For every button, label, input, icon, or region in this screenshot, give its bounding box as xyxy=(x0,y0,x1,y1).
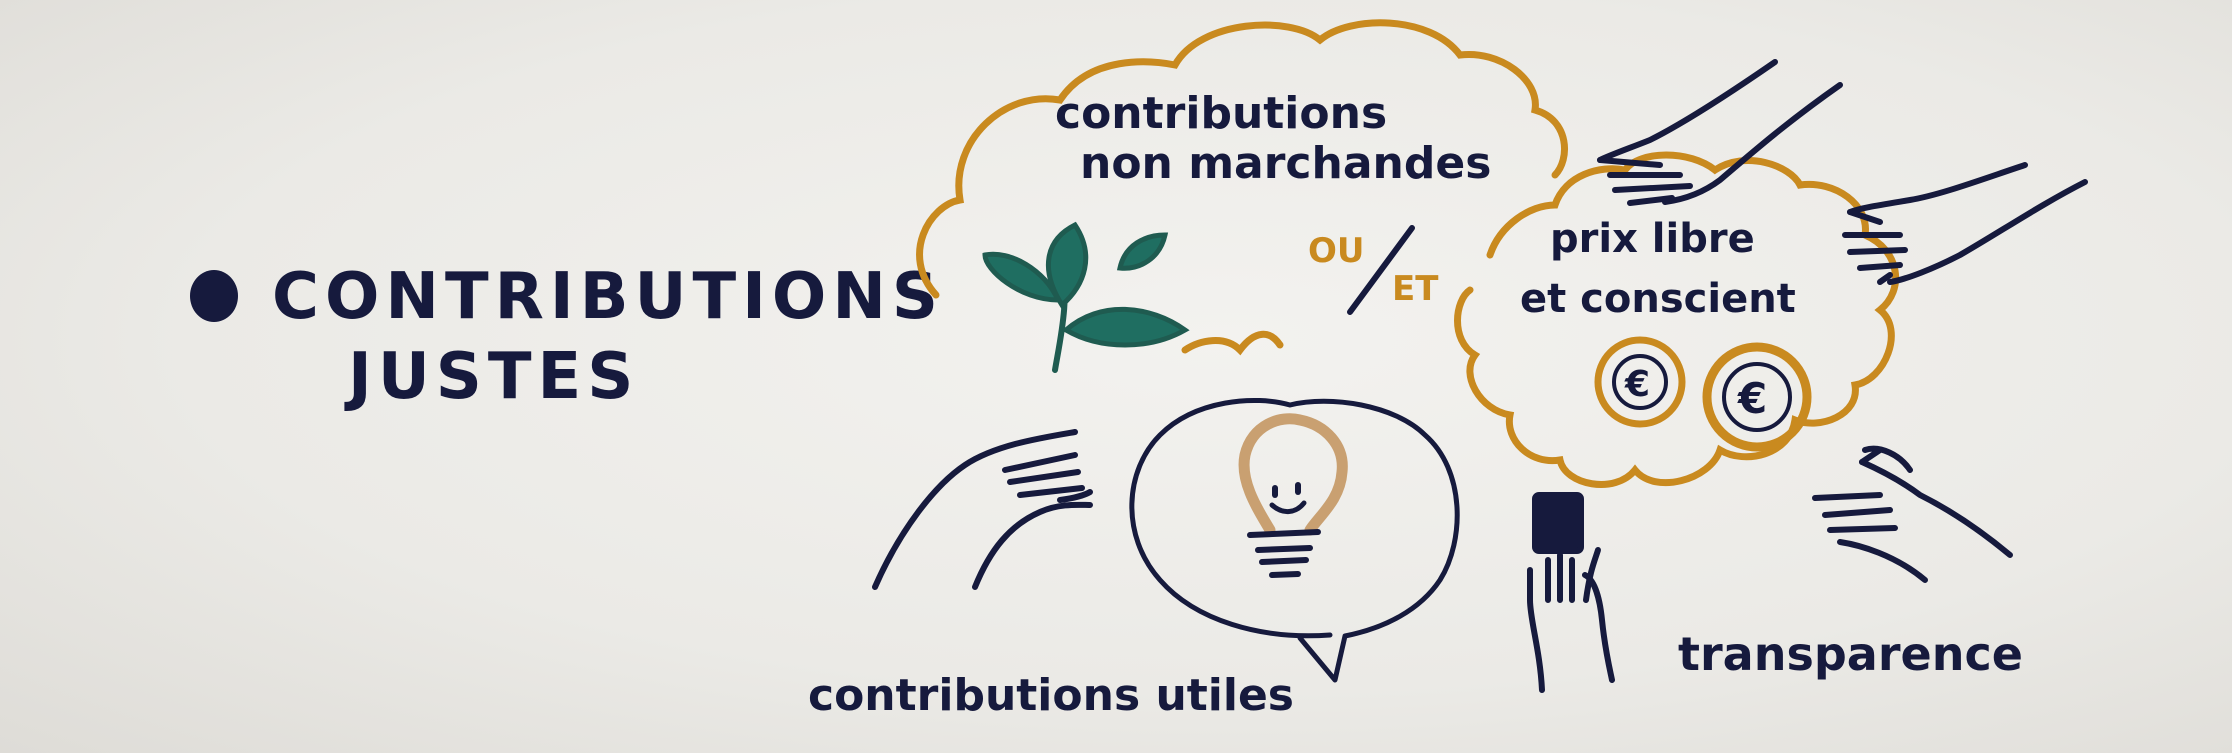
cloud-label-line-2: non marchandes xyxy=(1080,138,1491,189)
cloud-label-line-1: contributions xyxy=(1055,88,1387,139)
connector-slash xyxy=(1347,225,1415,315)
connector-et: ET xyxy=(1392,269,1439,309)
euro-coin-icon-left: € xyxy=(1594,336,1686,428)
lightbulb-icon xyxy=(1238,413,1348,578)
euro-coin-icon-right: € xyxy=(1702,342,1812,452)
hand-icon-right xyxy=(1842,162,2088,285)
hand-icon-lower-right xyxy=(1812,445,2013,583)
hand-icon-lower-left xyxy=(872,429,1093,590)
transparency-label: transparence xyxy=(1678,627,2023,681)
cloud-non-marchandes-bottom xyxy=(1181,330,1284,356)
speech-bubble-icon xyxy=(1129,397,1460,683)
title-line-1: CONTRIBUTIONS xyxy=(272,260,944,334)
cloud-non-marchandes xyxy=(916,19,1569,299)
price-label-line-2: et conscient xyxy=(1520,276,1796,322)
card xyxy=(1532,492,1584,554)
hand-icon-card xyxy=(1527,492,1615,693)
leaf-sprout-icon xyxy=(982,221,1190,373)
useful-contributions-label: contributions utiles xyxy=(808,670,1294,721)
title-group: CONTRIBUTIONS JUSTES xyxy=(190,260,944,414)
bullet-dot xyxy=(190,270,238,322)
connector-ou: OU xyxy=(1308,231,1365,271)
hand-icon-top xyxy=(1597,59,1843,206)
euro-symbol-right: € xyxy=(1737,374,1767,423)
euro-symbol-left: € xyxy=(1624,364,1650,405)
price-label-line-1: prix libre xyxy=(1550,216,1755,262)
cloud-prix-libre xyxy=(1454,151,1899,488)
title-line-2: JUSTES xyxy=(344,340,639,414)
